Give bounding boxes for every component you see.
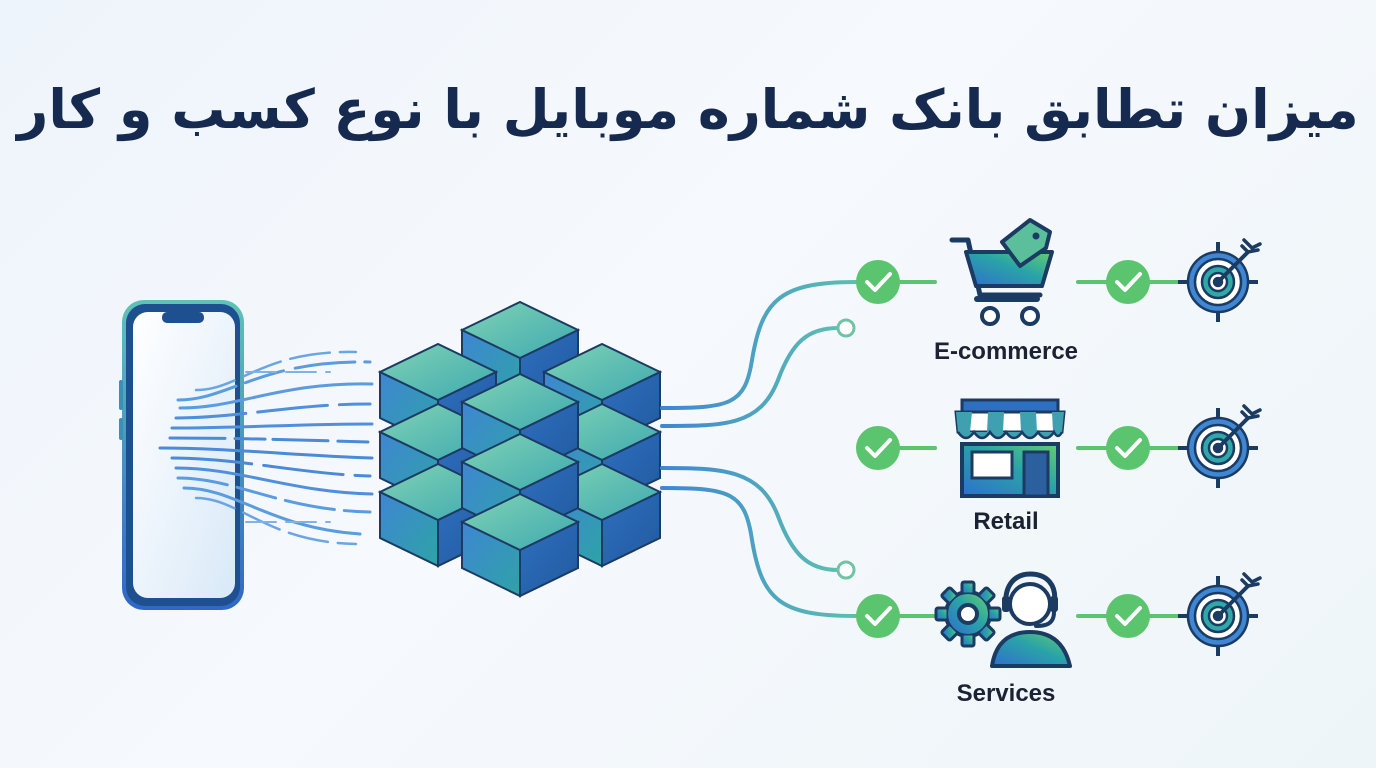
check-circle-icon — [856, 426, 900, 470]
cube-block — [459, 492, 581, 598]
cube-cluster-icon — [377, 300, 663, 598]
check-circle-icon — [856, 594, 900, 638]
storefront-icon — [954, 398, 1066, 498]
category-label-retail: Retail — [973, 508, 1039, 535]
category-label-services: Services — [956, 680, 1056, 707]
endpoint-node — [836, 560, 856, 580]
check-circle-icon — [856, 260, 900, 304]
connector-lines — [660, 280, 937, 618]
check-circle-icon — [1106, 594, 1150, 638]
gear-headset-agent-icon — [934, 571, 1072, 668]
page-title: میزان تطابق بانک شماره موبایل با نوع کسب… — [17, 78, 1359, 141]
target-arrow-icon — [1178, 404, 1262, 488]
endpoint-node — [836, 318, 856, 338]
target-arrow-icon — [1178, 572, 1262, 656]
data-streams — [158, 350, 374, 546]
smartphone-icon — [119, 300, 244, 610]
cube-block — [459, 432, 581, 538]
shopping-cart-tag-icon — [949, 218, 1054, 326]
target-arrow-icon — [1178, 238, 1262, 322]
category-label-ecommerce: E-commerce — [933, 338, 1079, 365]
check-circle-icon — [1106, 426, 1150, 470]
check-circle-icon — [1106, 260, 1150, 304]
